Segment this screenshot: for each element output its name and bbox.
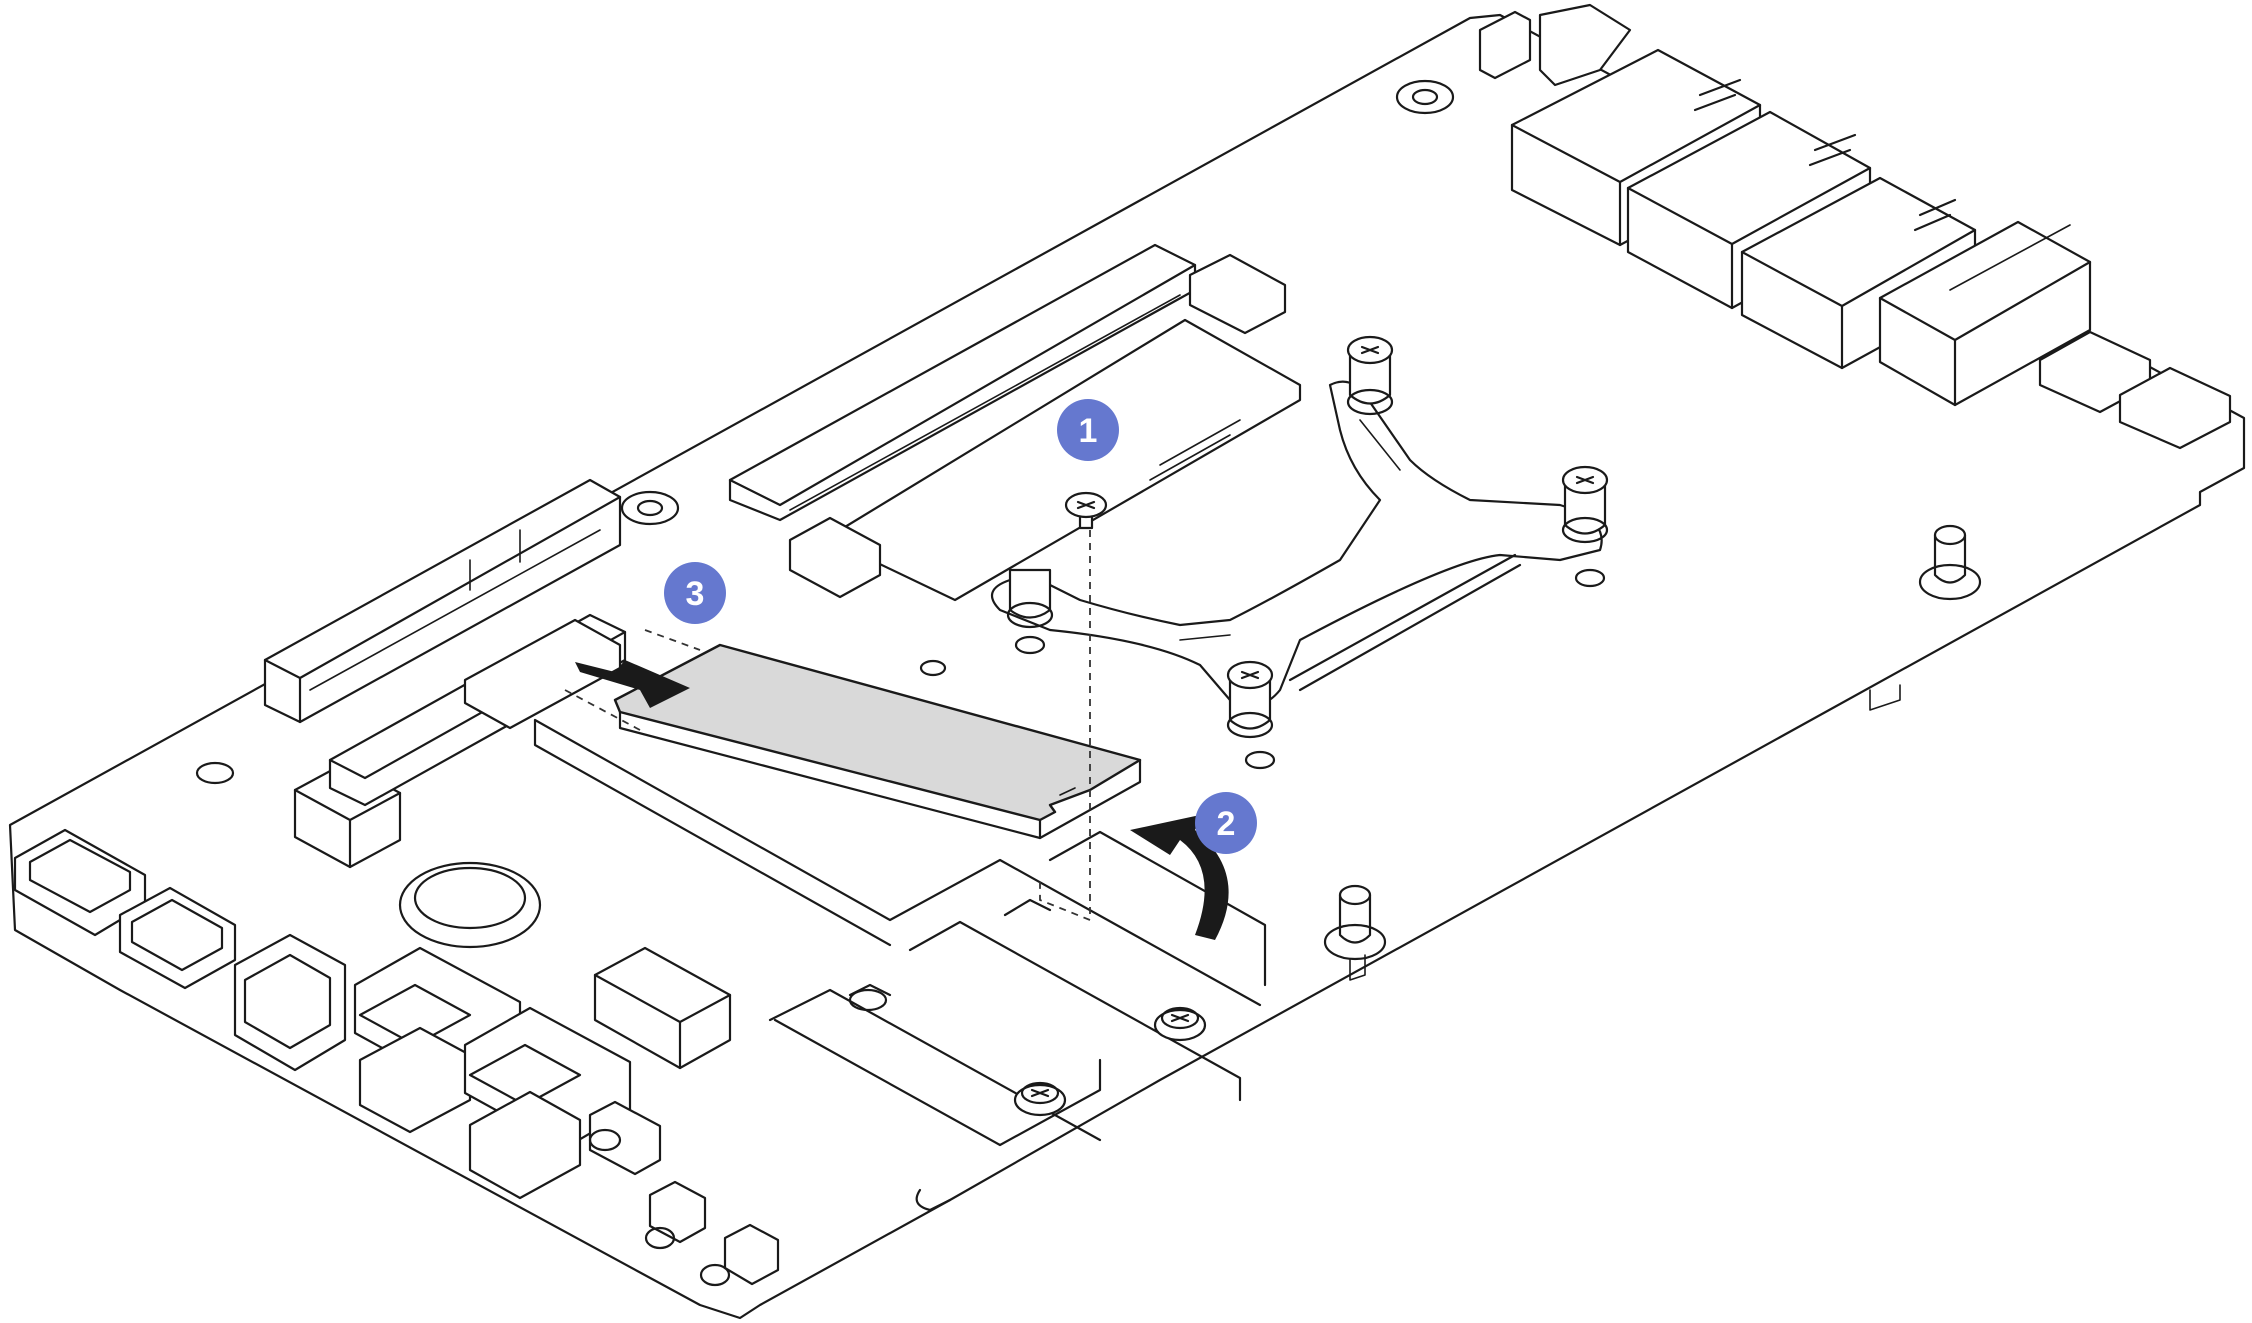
mounting-hole bbox=[919, 659, 947, 677]
pcie-slot bbox=[263, 478, 622, 724]
front-io-connectors bbox=[13, 761, 780, 1287]
captive-screw bbox=[1226, 660, 1274, 739]
alignment-guides bbox=[564, 530, 1091, 921]
retainer-screw bbox=[1153, 1006, 1207, 1042]
power-connector bbox=[1478, 3, 1632, 87]
captive-screw bbox=[1561, 465, 1609, 544]
button bbox=[644, 1180, 707, 1250]
callout-1: 1 bbox=[1057, 399, 1119, 461]
button bbox=[699, 1223, 780, 1287]
captive-screw bbox=[1346, 335, 1394, 416]
standoff bbox=[1244, 750, 1276, 770]
standoff bbox=[1323, 884, 1387, 961]
captive-screw bbox=[1006, 568, 1054, 629]
callout-2: 2 bbox=[1195, 792, 1257, 854]
insert-direction-arrow bbox=[575, 660, 690, 708]
callout-3-label: 3 bbox=[686, 575, 705, 613]
standoff bbox=[1014, 635, 1046, 655]
m2-drive-body bbox=[613, 643, 1142, 822]
button bbox=[588, 1100, 662, 1176]
usb-port bbox=[1878, 220, 2092, 407]
heat-sink-bracket bbox=[990, 335, 1609, 770]
callout-3-circle bbox=[664, 562, 726, 624]
mounting-hole bbox=[620, 490, 680, 526]
mounting-hole bbox=[1395, 79, 1455, 115]
m2-drive bbox=[613, 643, 1142, 840]
standoff bbox=[1918, 524, 1982, 601]
callout-2-circle bbox=[1195, 792, 1257, 854]
retainer-screw bbox=[1013, 1081, 1067, 1117]
callout-1-label: 1 bbox=[1079, 412, 1098, 450]
callout-2-label: 2 bbox=[1217, 805, 1236, 843]
mounting-hole bbox=[195, 761, 235, 785]
pivot-direction-arrow bbox=[1130, 815, 1229, 940]
straight-arrow-icon bbox=[575, 660, 690, 708]
rj45-port bbox=[233, 933, 347, 1072]
usb-port bbox=[463, 1006, 632, 1200]
callout-1-circle bbox=[1057, 399, 1119, 461]
screw-icon bbox=[1064, 491, 1108, 530]
curved-arrow-icon bbox=[1130, 815, 1229, 940]
usb-port bbox=[353, 946, 522, 1134]
displayport-connector bbox=[118, 886, 237, 990]
standoff bbox=[1574, 568, 1606, 588]
rear-io-connectors bbox=[1478, 3, 2232, 450]
callout-3: 3 bbox=[664, 562, 726, 624]
audio-jack bbox=[2038, 330, 2232, 450]
memory-slot bbox=[728, 243, 1302, 602]
cmos-battery bbox=[398, 861, 542, 949]
connector-header bbox=[593, 946, 732, 1070]
